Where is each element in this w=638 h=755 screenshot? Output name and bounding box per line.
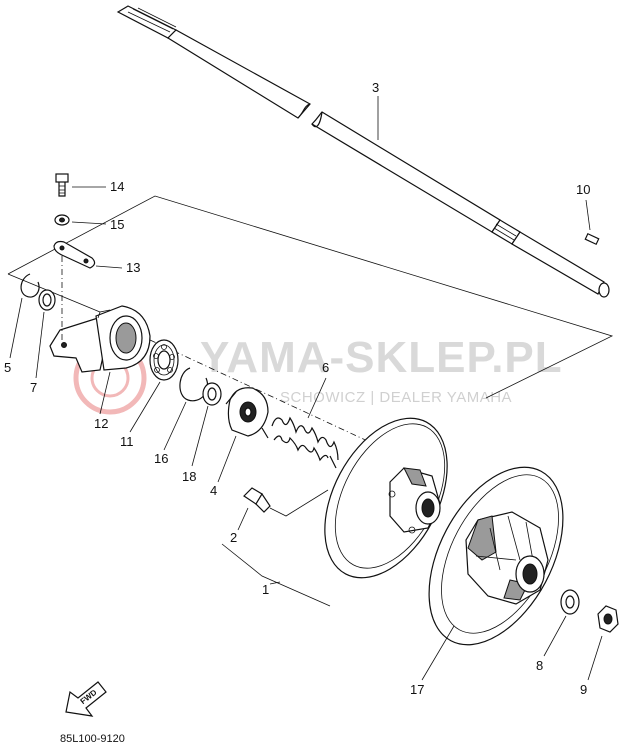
leader-9 [587, 635, 603, 681]
callout-5: 5 [4, 360, 11, 375]
cam-lobes [225, 391, 269, 439]
sheave-1-bore [421, 498, 435, 518]
callout-11: 11 [120, 434, 134, 449]
sheave-17-ribs [475, 515, 535, 571]
nut-15-hole [59, 217, 65, 223]
leader-8 [543, 615, 567, 657]
leader-4 [217, 435, 237, 483]
sheave-1-bolt-a [388, 490, 396, 498]
plate-13-hole-a [59, 245, 65, 251]
callout-2: 2 [230, 530, 237, 545]
callout-4: 4 [210, 483, 217, 498]
cam-hole [244, 407, 252, 417]
bearing-ball-2 [169, 354, 175, 360]
callout-18: 18 [182, 469, 196, 484]
spring-coils-back [273, 435, 329, 462]
fixed-sheave-1 [324, 417, 448, 579]
bracket-base [49, 317, 109, 373]
callout-10: 10 [576, 182, 590, 197]
shaft-spline-end [116, 5, 178, 39]
shaft-3 [116, 5, 610, 298]
circlip-5 [20, 273, 40, 298]
leader-10 [585, 199, 591, 231]
pin-shank [255, 492, 271, 513]
leader-17 [421, 625, 455, 681]
callout-12: 12 [94, 416, 108, 431]
watermark-sub-text: SCHOWICZ | DEALER YAMAHA [280, 389, 512, 406]
callout-8: 8 [536, 658, 543, 673]
key-10 [584, 232, 600, 246]
callout-16: 16 [154, 451, 168, 466]
leader-7 [35, 311, 45, 379]
cam-4 [225, 387, 269, 439]
bearing-ball-1 [161, 344, 167, 350]
washer-8-hole [565, 595, 575, 609]
bearing-11 [149, 339, 179, 381]
spring-coils [271, 416, 339, 461]
callout-3: 3 [372, 80, 379, 95]
movable-sheave-17 [428, 466, 564, 646]
bearing-race [153, 344, 175, 376]
bearing-ball-5 [153, 353, 159, 359]
sheave-17-boss-shade-a [467, 515, 497, 561]
shaft-break-upper [297, 103, 311, 119]
drawing-code: 85L100-9120 [60, 733, 125, 745]
bracket-bore-inner [115, 322, 137, 354]
pin-2 [243, 487, 271, 513]
bolt-shank [58, 182, 66, 197]
leader-6 [307, 377, 327, 419]
bearing-ball-3 [167, 367, 173, 373]
callout-7: 7 [30, 380, 37, 395]
plate-13 [53, 240, 96, 269]
leader-2 [237, 507, 249, 531]
sheave-17-bore [522, 563, 538, 585]
shaft-lower-section [311, 111, 501, 233]
bracket-hole [61, 342, 67, 348]
washer-18-hole [207, 387, 217, 401]
fwd-arrow-shape [65, 681, 107, 717]
callout-17: 17 [410, 682, 424, 697]
callout-15: 15 [110, 217, 124, 232]
leader-12 [99, 371, 111, 415]
nut-9-hole [603, 613, 613, 625]
leader-11 [129, 381, 161, 433]
bolt-head [55, 173, 69, 183]
bracket-1-line [221, 543, 331, 607]
leader-2-to-sheave [269, 489, 329, 517]
bracket-lug [97, 309, 111, 319]
spring-6 [271, 416, 339, 469]
leader-18 [191, 405, 209, 467]
watermark-main-text: YAMA-SKLEP.PL [200, 333, 563, 382]
shaft-collar-grooves [493, 223, 517, 241]
callout-13: 13 [126, 260, 140, 275]
sheave-1-bolt-b [408, 526, 416, 534]
bolt-14 [55, 173, 69, 197]
leader-16 [163, 401, 187, 451]
bearing-inner [157, 350, 171, 370]
leader-1 [269, 581, 281, 585]
bearing-ball-4 [154, 367, 160, 373]
shaft-upper-section [167, 29, 311, 119]
shaft-splines [127, 7, 177, 33]
bracket-12 [49, 305, 151, 373]
watermark: YAMA-SKLEP.PL SCHOWICZ | DEALER YAMAHA [73, 333, 563, 415]
spring-end [329, 455, 337, 469]
shaft-tail [511, 231, 605, 295]
callout-1: 1 [262, 582, 269, 597]
leader-15 [71, 221, 107, 225]
sheave-1-hub-shade [403, 467, 427, 487]
leader-5 [9, 297, 23, 359]
washer-7-hole [42, 293, 52, 307]
leader-13 [95, 265, 123, 269]
shaft-tip [598, 282, 610, 298]
fwd-arrow: FWD [65, 681, 107, 717]
bolt-thread [59, 185, 65, 194]
callout-9: 9 [580, 682, 587, 697]
callout-14: 14 [110, 179, 124, 194]
plate-13-hole-b [83, 258, 89, 264]
callout-6: 6 [322, 360, 329, 375]
shaft-break-lower [311, 111, 323, 128]
